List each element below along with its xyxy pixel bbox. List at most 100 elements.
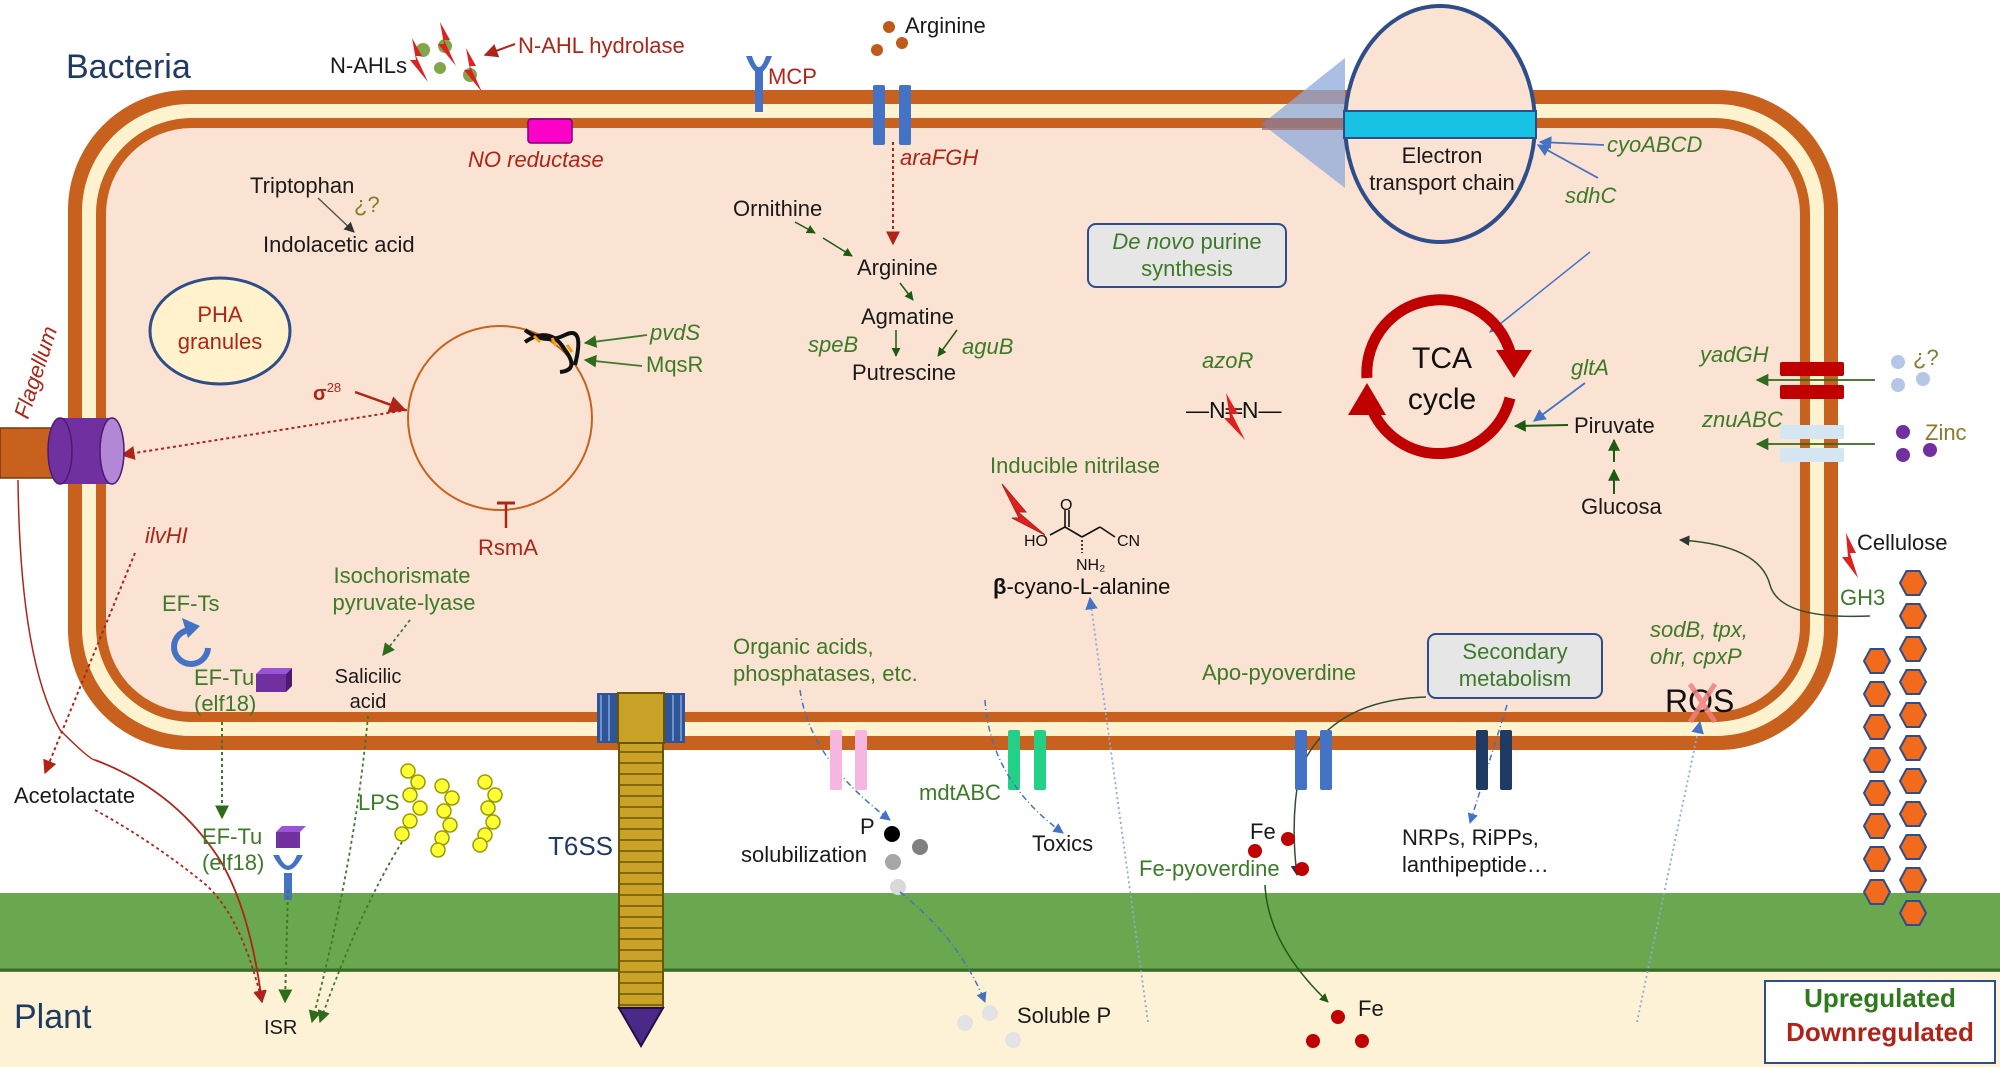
tryptophan-unknown-label: ¿? [354, 192, 380, 217]
de-novo-purine-box [1087, 223, 1287, 288]
indolacetic-acid-label: Indolacetic acid [263, 232, 415, 257]
acetolactate-label: Acetolactate [14, 783, 135, 808]
etc-label-line2: transport chain [1369, 170, 1515, 195]
fe-top-label: Fe [1250, 819, 1276, 844]
sigma-superscript: 28 [327, 380, 341, 395]
ef-tu-out-line2: (elf18) [202, 850, 264, 875]
no-reductase-protein [527, 118, 573, 144]
nitrilase-nh2: NH₂ [1076, 557, 1105, 574]
pyoverdine-transporter [1295, 730, 1332, 790]
de-novo-line2: synthesis [1141, 256, 1233, 281]
cytoplasm [106, 128, 1800, 712]
isochorismate-line1: Isochorismate [334, 563, 471, 588]
triptophan-label: Triptophan [250, 173, 354, 198]
ara-fgh-label: araFGH [900, 145, 978, 170]
organic-line1: Organic acids, [733, 634, 874, 659]
unknown-metal-molecules [1891, 355, 1930, 392]
cellulose-label: Cellulose [1857, 530, 1948, 555]
tca-line1: TCA [1412, 342, 1472, 375]
lightning-icon [1001, 483, 1046, 536]
yad-gh-label: yadGH [1698, 342, 1769, 367]
beta-symbol: β [993, 574, 1006, 599]
ros-genes-line1: sodB, tpx, [1650, 617, 1748, 642]
zinc-label: Zinc [1925, 420, 1967, 445]
no-reductase-label: NO reductase [468, 147, 604, 172]
yad-gh-question: ¿? [1913, 345, 1939, 370]
agu-b-label: aguB [962, 334, 1013, 359]
n-ahl-hydrolase-label: N-AHL hydrolase [518, 33, 685, 58]
toxics-label: Toxics [1032, 831, 1093, 856]
plant-label: Plant [14, 998, 92, 1036]
legend-downregulated: Downregulated [1786, 1017, 1974, 1047]
lps-label: LPS [358, 790, 400, 815]
secondary-line2: metabolism [1459, 666, 1571, 691]
p-label: P [860, 814, 875, 839]
pha-line1: PHA [197, 302, 243, 327]
znu-abc-label: znuABC [1701, 407, 1783, 432]
soil-band [0, 893, 2000, 973]
pha-granules [148, 276, 292, 386]
beta-cyano-alanine-structure [1049, 510, 1116, 553]
iron-molecules [1248, 832, 1309, 876]
ef-tu-out-line1: EF-Tu [202, 824, 262, 849]
spe-b-label: speB [808, 332, 858, 357]
salicilic-line1: Salicilic [335, 666, 402, 688]
sdh-c-label: sdhC [1565, 183, 1616, 208]
compound-name: -cyano-L-alanine [1006, 574, 1170, 599]
tca-cycle-arc-top [1361, 294, 1519, 379]
pha-line2: granules [178, 329, 262, 354]
glucosa-label: Glucosa [1581, 494, 1662, 519]
etc-label-line1: Electron [1402, 143, 1483, 168]
de-novo-line1: De novo purine [1112, 229, 1261, 254]
arginine-inside-label: Arginine [857, 255, 938, 280]
de-novo-rest: purine [1194, 229, 1261, 254]
salicilic-line2: acid [350, 691, 387, 713]
tca-arrowhead-left [1348, 383, 1386, 415]
glt-a-label: gltA [1571, 355, 1609, 380]
t6ss-stripes [600, 695, 682, 1006]
plant-iron-molecules [1306, 1010, 1369, 1048]
tca-arrowhead-right [1496, 350, 1532, 378]
ef-ts-label: EF-Ts [162, 591, 219, 616]
ef-tu-protein-icon [256, 668, 292, 692]
mdt-abc-transporter [1008, 730, 1046, 790]
tca-cycle-arc-bottom [1364, 396, 1516, 460]
ef-tu-line1: EF-Tu [194, 665, 254, 690]
rsm-a-label: RsmA [478, 535, 538, 560]
fe-pyoverdine-label: Fe-pyoverdine [1139, 856, 1280, 881]
nitrilase-o: O [1060, 497, 1072, 514]
lightning-icon [1842, 533, 1858, 578]
lightning-icon [410, 22, 482, 92]
arginine-molecules [871, 21, 908, 56]
secondary-line1: Secondary [1462, 639, 1567, 664]
ros-genes-line2: ohr, cpxP [1650, 644, 1742, 669]
organic-line2: phosphatases, etc. [733, 661, 918, 686]
ef-tu-line2: (elf18) [194, 691, 256, 716]
dna-icon [523, 328, 581, 374]
ara-fgh-transporter [873, 85, 911, 145]
mdt-abc-label: mdtABC [919, 780, 1001, 805]
phosphatase-transporter [830, 730, 867, 790]
flagellum-motor [47, 417, 125, 485]
zinc-molecules [1896, 425, 1937, 462]
nitrilase-cn: CN [1117, 533, 1140, 550]
nrps-line1: NRPs, RiPPs, [1402, 825, 1539, 850]
ilv-hi-label: ilvHI [145, 523, 188, 548]
sigma-label: σ28 [313, 380, 341, 405]
ros-blocked-cross [1687, 682, 1718, 724]
tca-line2: cycle [1408, 383, 1476, 416]
t6ss-label: T6SS [548, 831, 613, 861]
mqs-r-label: MqsR [646, 352, 703, 377]
isochorismate-line2: pyruvate-lyase [332, 590, 475, 615]
secondary-metabolism-box [1427, 633, 1603, 699]
etc-membrane-band [1343, 110, 1537, 139]
nitrilase-ho: HO [1024, 533, 1048, 550]
pvd-s-label: pvdS [649, 320, 700, 345]
znu-abc-transporter [1780, 425, 1844, 462]
soluble-p-label: Soluble P [1017, 1003, 1111, 1028]
lps-molecules [394, 763, 503, 858]
fe-plant-label: Fe [1358, 996, 1384, 1021]
legend-upregulated: Upregulated [1804, 983, 1956, 1013]
yad-gh-transporter [1780, 362, 1844, 399]
